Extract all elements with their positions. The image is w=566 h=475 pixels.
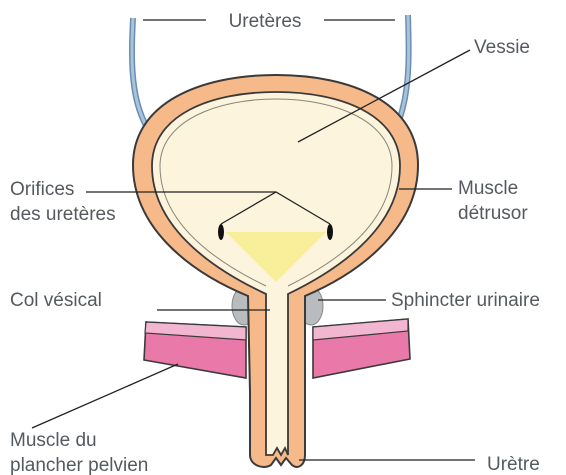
label-orifices-line2: des uretères <box>10 204 116 225</box>
label-pelvic-floor-line1: Muscle du <box>10 430 97 451</box>
label-urethra: Urètre <box>487 454 540 475</box>
label-detrusor-line1: Muscle <box>458 178 518 199</box>
ureteral-orifice-right <box>327 224 333 240</box>
label-bladder: Vessie <box>474 37 530 58</box>
ureteral-orifice-left <box>218 224 224 240</box>
label-orifices-line1: Orifices <box>10 179 74 200</box>
label-pelvic-floor-line2: plancher pelvien <box>10 455 148 475</box>
label-ureters: Uretères <box>229 11 302 32</box>
label-detrusor-line2: détrusor <box>458 203 528 224</box>
label-sphincter: Sphincter urinaire <box>391 290 540 311</box>
label-bladder-neck: Col vésical <box>10 290 102 311</box>
